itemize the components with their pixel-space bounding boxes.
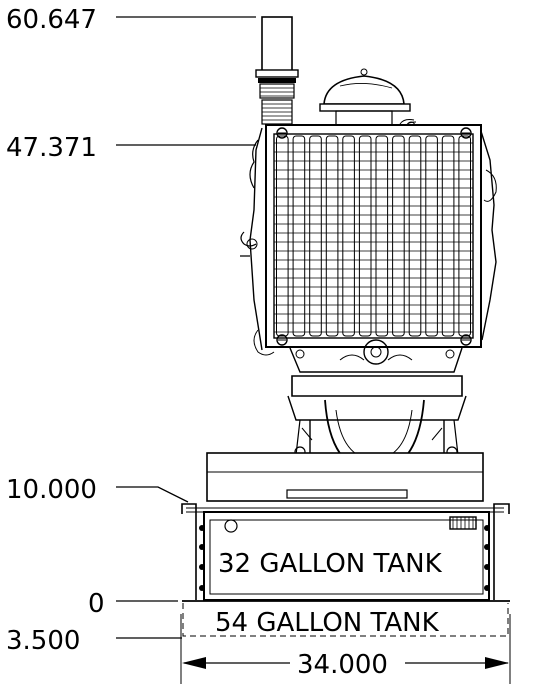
- dimension-height-top: 60.647: [6, 5, 256, 35]
- tank-54-gallon: 54 GALLON TANK: [182, 603, 509, 638]
- radiator-tube: [292, 135, 306, 337]
- radiator-tube: [342, 135, 355, 337]
- dim-label-60647: 60.647: [6, 5, 97, 35]
- dim-label-zero: 0: [88, 589, 105, 619]
- tank-bolts: [199, 525, 490, 591]
- radiator-tube: [309, 135, 322, 337]
- radiator-tube: [458, 135, 471, 337]
- dimension-height-tank54: 3.500: [6, 626, 182, 656]
- dimension-height-zero: 0: [88, 589, 178, 619]
- exhaust-stack: [255, 16, 299, 125]
- radiator-fins: [274, 142, 473, 333]
- dimension-height-radiator: 47.371: [6, 133, 256, 163]
- tank-54-label: 54 GALLON TANK: [215, 608, 440, 638]
- engine-lower: [287, 339, 467, 473]
- engine-block: [240, 119, 497, 356]
- tank-32-label: 32 GALLON TANK: [218, 549, 443, 579]
- radiator-tube: [325, 135, 339, 337]
- dimension-height-tank32: 10.000: [6, 475, 189, 505]
- radiator-tube: [358, 135, 372, 337]
- dim-label-10000: 10.000: [6, 475, 97, 505]
- radiator-tube: [441, 135, 455, 337]
- radiator-tube: [425, 135, 438, 337]
- dim-label-47371: 47.371: [6, 133, 97, 163]
- dim-label-3500: 3.500: [6, 626, 80, 656]
- radiator-tube: [375, 135, 389, 337]
- radiator-tube: [392, 135, 405, 337]
- radiator-core: [276, 135, 471, 337]
- air-cleaner: [319, 68, 411, 126]
- dimension-width: 34.000: [180, 614, 511, 684]
- radiator-tube: [408, 135, 422, 337]
- dim-label-34000: 34.000: [297, 650, 388, 680]
- radiator: [265, 124, 482, 348]
- radiator-tube: [276, 135, 289, 337]
- tank-32-gallon: 32 GALLON TANK: [181, 452, 510, 602]
